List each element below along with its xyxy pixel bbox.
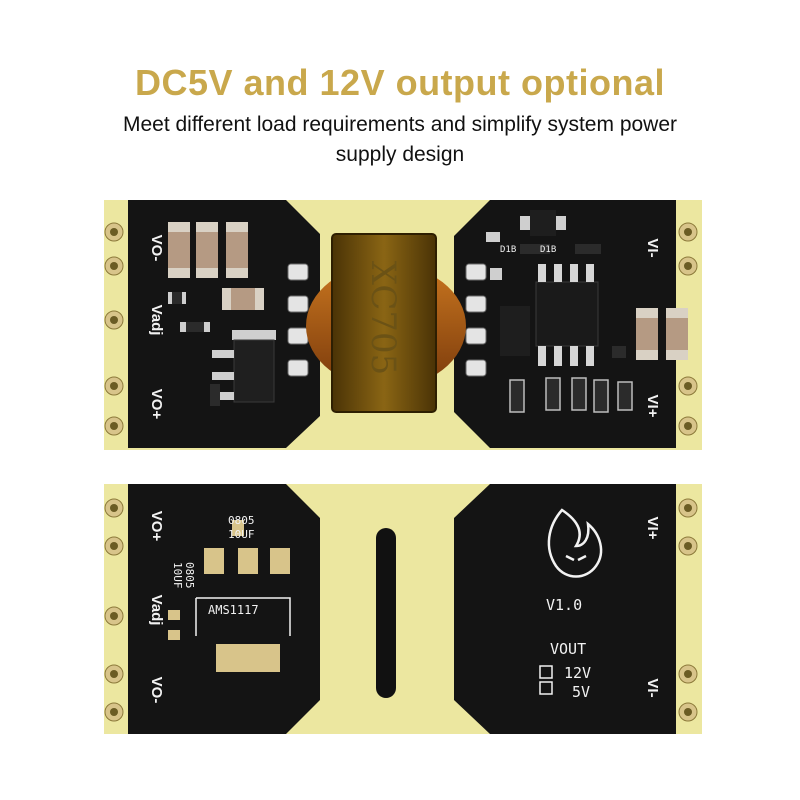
- bottom-label-vo-minus: VO-: [148, 677, 165, 704]
- bottom-left-pads: [168, 520, 290, 672]
- vout-jumper-pads: [539, 665, 553, 695]
- bottom-label-vi-minus: VI-: [644, 678, 661, 697]
- top-left-capacitors: [168, 222, 264, 310]
- bottom-label-vi-plus: VI+: [644, 517, 661, 540]
- subheadline: Meet different load requirements and sim…: [122, 113, 678, 166]
- inductor-marking: XC705: [363, 261, 403, 376]
- code-d1b-2: D1B: [540, 245, 556, 255]
- flame-logo: [547, 508, 603, 578]
- cap-note-2-line2: 10UF: [171, 562, 184, 589]
- vout-title: VOUT: [550, 640, 586, 658]
- regulator-outline: [195, 597, 291, 636]
- bottom-right-pcb: [454, 484, 676, 734]
- top-label-vadj: Vadj: [148, 305, 165, 336]
- version-label: V1.0: [546, 596, 582, 614]
- headline: DC5V and 12V output optional: [134, 62, 665, 103]
- top-board: VO- Vadj VO+ XC705: [104, 200, 702, 450]
- isolation-slot: [376, 528, 396, 698]
- vout-option-5v: 5V: [572, 683, 590, 701]
- controller-ic: [535, 281, 599, 347]
- cap-note-1-line1: 0805: [228, 514, 255, 527]
- regulator-label: AMS1117: [208, 603, 259, 617]
- top-label-vo-plus: VO+: [148, 389, 165, 420]
- cap-note-1-line2: 10UF: [228, 528, 255, 541]
- code-d1b-1: D1B: [500, 245, 516, 255]
- vout-option-12v: 12V: [564, 664, 591, 682]
- top-label-vi-minus: VI-: [644, 238, 661, 257]
- bottom-label-vadj: Vadj: [148, 595, 165, 626]
- top-label-vi-plus: VI+: [644, 395, 661, 418]
- bottom-board: VO+ Vadj VO- 0805 10UF 0805 10UF AMS1117…: [104, 484, 702, 734]
- cap-note-2-line1: 0805: [183, 562, 196, 589]
- inductor-pads: [287, 263, 487, 377]
- top-label-vo-minus: VO-: [148, 235, 165, 262]
- top-left-regulator: [180, 322, 276, 406]
- inductor-xc705: [331, 233, 437, 413]
- top-right-components: [486, 210, 688, 413]
- bottom-label-vo-plus: VO+: [148, 511, 165, 542]
